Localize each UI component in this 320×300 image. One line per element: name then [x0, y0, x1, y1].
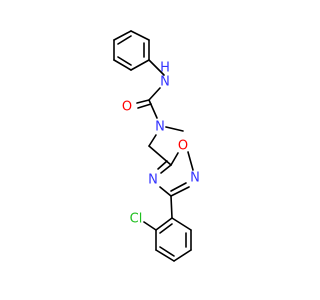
atom-methyl-n-label: N [155, 120, 165, 135]
bond [113, 59, 132, 71]
atom-ring-n1-label: N [190, 171, 200, 186]
bond [159, 186, 172, 197]
bond [148, 145, 172, 166]
atom-carbonyl-o-label: O [122, 100, 132, 115]
bond [165, 126, 184, 132]
atom-labels: H N O N O N N Cl [122, 61, 200, 227]
bond [148, 134, 157, 147]
bonds [113, 30, 194, 262]
bond [170, 152, 179, 166]
bond [113, 30, 132, 41]
bond [159, 246, 175, 257]
atom-ring-n2-label: N [148, 173, 158, 188]
atom-nh-label: N [160, 75, 170, 90]
bond [143, 221, 157, 231]
bond [155, 217, 173, 231]
bond [157, 160, 168, 170]
bond [170, 182, 187, 192]
bond [117, 56, 132, 66]
bond [171, 217, 192, 231]
molecule-diagram: H N O N O N N Cl [113, 30, 200, 262]
bond [130, 30, 150, 41]
bond [170, 195, 173, 219]
bond [136, 99, 150, 104]
bond [130, 59, 150, 71]
bond [159, 223, 173, 234]
bond [170, 186, 190, 197]
atom-h-label: H [160, 61, 170, 76]
bond [160, 164, 172, 174]
atom-cl-label: Cl [130, 212, 143, 227]
bond [155, 249, 175, 262]
bond [148, 99, 158, 119]
atom-ring-o-label: O [178, 139, 188, 154]
bond [148, 87, 161, 101]
bond [117, 35, 132, 45]
bond [137, 103, 152, 109]
bond [148, 59, 165, 76]
bond [187, 151, 194, 171]
bond [173, 249, 192, 262]
